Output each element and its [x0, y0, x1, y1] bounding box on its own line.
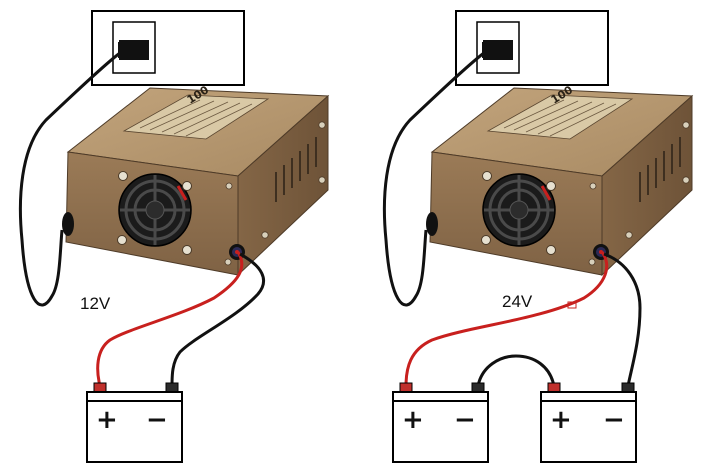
power-plug-icon: [118, 42, 148, 58]
setup-24v: 100 24V + − + −: [382, 10, 694, 463]
battery-icon: + −: [86, 382, 183, 463]
negative-terminal-symbol: −: [603, 405, 625, 435]
wall-socket-icon: [91, 10, 245, 86]
black-wire: [170, 252, 265, 387]
battery-icon: + −: [392, 382, 489, 463]
power-cord: [382, 48, 489, 307]
positive-terminal-symbol: +: [550, 405, 572, 435]
red-wire: [404, 251, 608, 387]
negative-terminal-symbol: −: [454, 405, 476, 435]
battery-charger: 100: [424, 83, 694, 277]
battery-icon: + −: [540, 382, 637, 463]
positive-terminal-symbol: +: [96, 405, 118, 435]
setup-12v: 100 12V + −: [18, 10, 330, 463]
wall-socket-icon: [455, 10, 609, 86]
red-wire: [96, 251, 244, 387]
power-plug-icon: [482, 42, 512, 58]
series-link-wire: [476, 354, 556, 387]
voltage-label: 12V: [80, 294, 111, 313]
negative-terminal-symbol: −: [146, 405, 168, 435]
battery-charger: 100: [60, 83, 330, 277]
black-wire: [603, 252, 642, 387]
power-cord: [18, 48, 125, 307]
positive-terminal-symbol: +: [402, 405, 424, 435]
voltage-label: 24V: [502, 292, 533, 311]
